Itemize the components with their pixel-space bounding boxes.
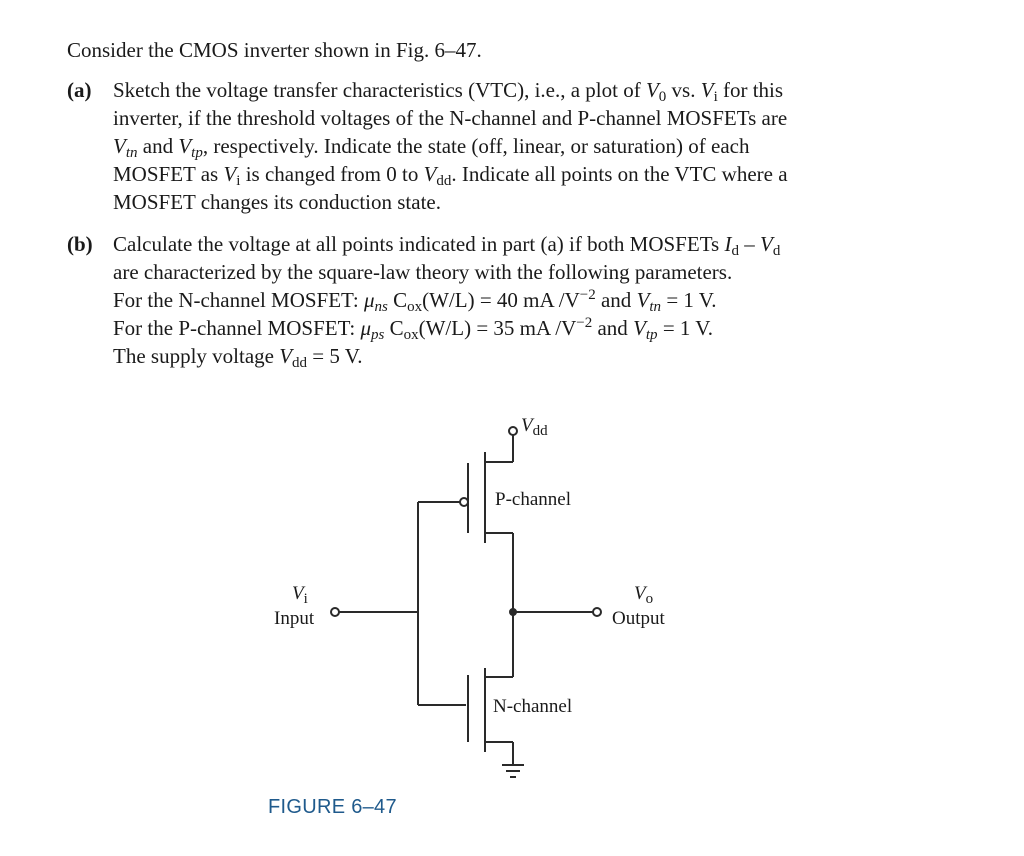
vo-label: Vo bbox=[634, 583, 654, 607]
vdd-label: Vdd bbox=[521, 415, 548, 439]
output-terminal bbox=[592, 607, 602, 617]
part-b-line-2: are characterized by the square-law theo… bbox=[113, 260, 733, 284]
figure-caption: FIGURE 6–47 bbox=[268, 796, 397, 818]
input-terminal bbox=[330, 607, 340, 617]
part-b-line-4: For the P-channel MOSFET: μps Cox(W/L) =… bbox=[113, 315, 713, 343]
part-b-line-3: For the N-channel MOSFET: μns Cox(W/L) =… bbox=[113, 287, 717, 315]
part-a-body: Sketch the voltage transfer characterist… bbox=[113, 76, 947, 216]
nchannel-label: N-channel bbox=[493, 696, 573, 717]
part-a-line-4: MOSFET as Vi is changed from 0 to Vdd. I… bbox=[113, 162, 788, 189]
problem-intro: Consider the CMOS inverter shown in Fig.… bbox=[67, 38, 482, 62]
part-b: (b) Calculate the voltage at all points … bbox=[67, 230, 947, 371]
vdd-terminal bbox=[508, 426, 518, 436]
part-a-line-2: inverter, if the threshold voltages of t… bbox=[113, 106, 788, 130]
part-a-line-3: Vtn and Vtp, respectively. Indicate the … bbox=[113, 134, 750, 161]
part-a-line-1: Sketch the voltage transfer characterist… bbox=[113, 78, 784, 105]
vi-label: Vi bbox=[292, 583, 308, 607]
pchannel-label: P-channel bbox=[495, 489, 571, 510]
pmos-gate-bubble bbox=[459, 497, 469, 507]
output-label: Output bbox=[612, 608, 665, 629]
part-a: (a) Sketch the voltage transfer characte… bbox=[67, 76, 947, 216]
part-b-body: Calculate the voltage at all points indi… bbox=[113, 230, 947, 371]
part-b-line-5: The supply voltage Vdd = 5 V. bbox=[113, 344, 363, 371]
part-a-line-5: MOSFET changes its conduction state. bbox=[113, 190, 441, 214]
part-b-line-1: Calculate the voltage at all points indi… bbox=[113, 232, 781, 259]
part-a-label: (a) bbox=[67, 78, 92, 102]
input-label: Input bbox=[274, 608, 315, 629]
part-b-label: (b) bbox=[67, 232, 93, 256]
